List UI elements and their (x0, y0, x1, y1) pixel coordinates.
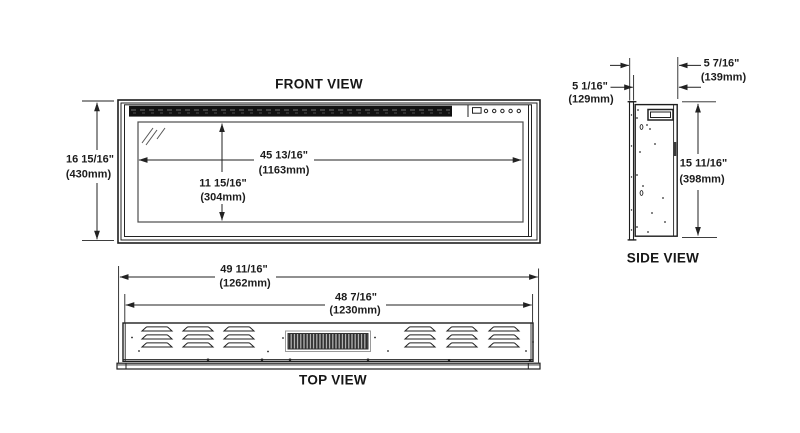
front-viewing-width-mm: (1163mm) (258, 164, 310, 176)
screw-details-top (131, 336, 534, 362)
glass-panel (137, 121, 524, 223)
side-height-back-mm: (398mm) (679, 173, 725, 185)
side-slot (674, 142, 677, 156)
dim-width-body (124, 294, 534, 323)
top-width-overall-in: 49 11/16" (220, 263, 268, 275)
side-depth-overall-mm: (139mm) (700, 71, 747, 83)
heater-grille (285, 330, 371, 352)
side-view-title: SIDE VIEW (626, 250, 700, 265)
front-view-title: FRONT VIEW (275, 76, 363, 92)
vent-louvers-right (404, 326, 520, 348)
screw-details (630, 109, 666, 233)
glass-reflection (141, 127, 166, 146)
top-width-body-in: 48 7/16" (335, 291, 377, 303)
heater-outlet (647, 108, 674, 121)
side-depth-recess-mm: (129mm) (568, 93, 614, 105)
top-width-overall-mm: (1262mm) (219, 277, 271, 290)
top-view-drawing (116, 266, 541, 370)
front-overall-height-in: 16 15/16" (65, 153, 115, 166)
front-viewing-height-mm: (304mm) (200, 191, 246, 203)
vent-louvers-left (141, 326, 255, 348)
side-depth-overall-in: 5 7/16" (703, 57, 740, 69)
front-flange (628, 101, 635, 241)
display-window (472, 107, 482, 114)
top-view-title: TOP VIEW (299, 372, 367, 388)
front-overall-height-mm: (430mm) (65, 168, 112, 180)
side-body (634, 103, 678, 237)
dim-depth-overall (610, 57, 701, 101)
dim-depth-recess (610, 75, 701, 101)
side-height-back-in: 15 11/16" (679, 157, 728, 170)
control-panel (467, 105, 521, 117)
top-width-body-mm: (1230mm) (329, 304, 381, 316)
control-buttons (483, 108, 521, 114)
side-view-drawing (610, 57, 717, 241)
dim-overall-height (82, 100, 114, 242)
dim-back-height (682, 101, 717, 239)
front-flange-top (116, 362, 541, 370)
front-view-drawing (82, 99, 541, 244)
ember-strip (129, 105, 452, 117)
front-viewing-width-in: 45 13/16" (259, 149, 309, 161)
side-depth-recess-in: 5 1/16" (572, 80, 608, 93)
front-viewing-height-in: 11 15/16" (199, 177, 247, 190)
dim-width-overall (118, 266, 540, 363)
